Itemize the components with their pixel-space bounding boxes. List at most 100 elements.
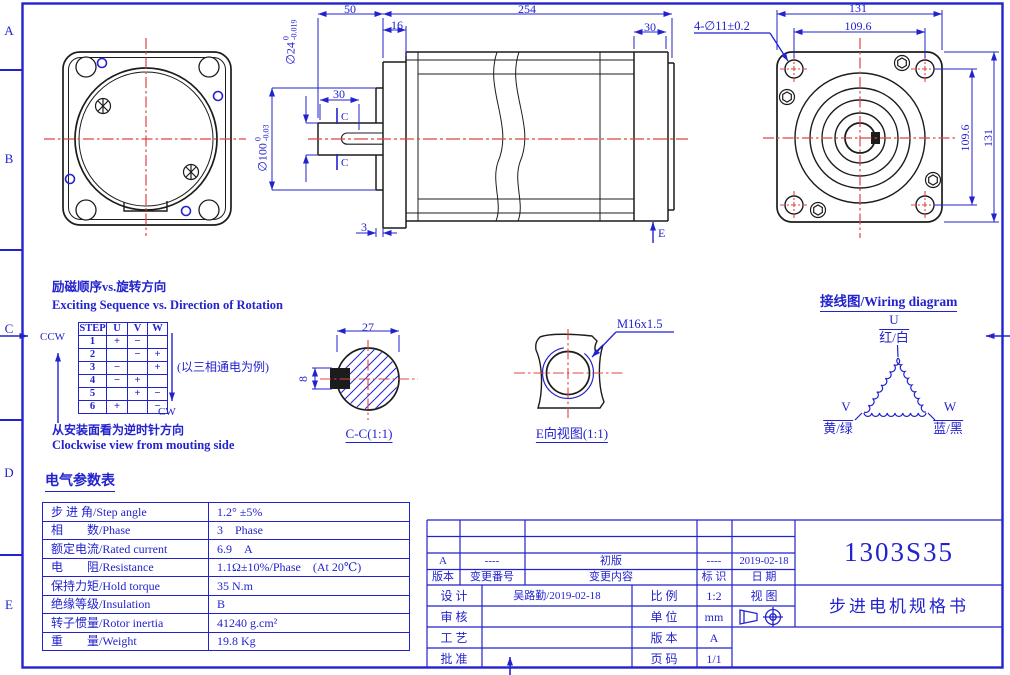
elec-value: 1.2° ±5%: [208, 502, 410, 522]
dim-keyway-width: 8: [296, 376, 310, 382]
exc-cell: −: [127, 335, 148, 349]
rear-hex-screws: [778, 54, 942, 219]
excitation-title-cn: 励磁顺序vs.旋转方向: [52, 280, 167, 294]
exc-cell: +: [127, 374, 148, 388]
projection-symbol-icon: [739, 607, 783, 627]
callout-thread: M16x1.5: [617, 317, 663, 331]
view-cell-label: 视 图: [750, 589, 778, 603]
label-ccw: CCW: [40, 331, 66, 343]
wiring-v-label: V: [841, 399, 851, 414]
exc-cell: +: [106, 335, 128, 349]
wiring-w-label: W: [943, 399, 957, 414]
dim-shaft-length: 50: [344, 2, 356, 16]
e-view-arrow-label: E: [658, 226, 666, 240]
e-thread-circle: [541, 346, 595, 400]
elec-value: 6.9 A: [208, 539, 410, 559]
rotation-arrows: [55, 333, 175, 423]
meta-unit-label: 单 位: [650, 610, 678, 624]
exc-cell: [127, 361, 148, 375]
label-cw: CW: [158, 406, 176, 418]
elec-table-title: 电气参数表: [45, 475, 115, 492]
meta-page-value: 1/1: [706, 652, 722, 666]
dim-rear-length: 30: [644, 20, 656, 34]
side-dimensions: [269, 11, 673, 243]
elec-value: 19.8 Kg: [208, 631, 410, 651]
wiring-v-color: 黄/绿: [823, 420, 853, 436]
elec-value: 3 Phase: [208, 520, 410, 540]
zone-letter-a: A: [4, 23, 14, 38]
exc-header-v: V: [127, 322, 148, 336]
exc-cell: 4: [78, 374, 107, 388]
exc-cell: 5: [78, 387, 107, 401]
front-centerlines: [44, 38, 246, 236]
shaft-dia-tol-bot: -0.019: [290, 19, 299, 41]
excitation-title-en: Exciting Sequence vs. Direction of Rotat…: [52, 298, 284, 312]
callout-mount-holes: 4-∅11±0.2: [694, 19, 750, 33]
rev-header-mark: 标 识: [701, 571, 727, 583]
excitation-footer-en: Clockwise view from mouting side: [52, 438, 235, 452]
pilot-dia-base: ∅100: [256, 143, 270, 172]
exc-cell: +: [147, 361, 168, 375]
rev-change-no: ----: [484, 555, 500, 567]
exc-cell: −: [127, 348, 148, 362]
exc-cell: [147, 374, 168, 388]
exc-cell: [106, 387, 128, 401]
caption-cc-section: C-C(1:1): [345, 426, 393, 443]
dim-total-length: 254: [518, 2, 536, 16]
dim-section-width: 27: [362, 320, 374, 334]
e-view: [514, 329, 674, 421]
rev-content: 初版: [600, 555, 622, 567]
rear-view: [694, 10, 999, 238]
elec-label: 绝缘等级/Insulation: [42, 594, 209, 614]
exc-cell: [106, 348, 128, 362]
pilot-dia-tol-bot: -0.03: [262, 124, 271, 142]
section-mark-c-bottom: C: [341, 157, 349, 169]
zone-letter-c: C: [4, 321, 14, 336]
dim-pitch-width: 109.6: [844, 19, 872, 33]
dim-pitch-height: 109.6: [958, 124, 972, 152]
meta-version-label: 版 本: [650, 631, 678, 645]
title-block-grid: [426, 519, 1003, 668]
meta-version-value: A: [709, 631, 719, 645]
dim-boss-thickness: 3: [361, 220, 367, 234]
elec-label: 相 数/Phase: [42, 520, 209, 540]
side-view: [269, 11, 688, 243]
front-view: [44, 38, 246, 236]
rev-version: A: [439, 555, 447, 567]
rev-header-date: 日 期: [751, 571, 777, 583]
cc-section: [312, 328, 418, 420]
document-title: 步进电机规格书: [829, 597, 969, 616]
elec-label: 重 量/Weight: [42, 631, 209, 651]
rear-dimensions: [694, 10, 999, 223]
model-number: 1303S35: [843, 537, 955, 567]
dim-keyway-length: 30: [333, 87, 345, 101]
wiring-u-label: U: [889, 312, 899, 327]
exc-cell: −: [106, 374, 128, 388]
wiring-title: 接线图/Wiring diagram: [820, 295, 958, 312]
rev-header-version: 版本: [432, 571, 454, 583]
elec-value: 35 N.m: [208, 576, 410, 596]
exc-cell: −: [147, 387, 168, 401]
field-design-label: 设 计: [440, 589, 468, 603]
rev-date: 2019-02-18: [739, 556, 789, 567]
meta-scale-label: 比 例: [650, 589, 678, 603]
caption-e-view: E向视图(1:1): [535, 426, 609, 443]
exc-cell: +: [106, 400, 128, 414]
exc-header-step: STEP: [78, 322, 107, 336]
section-mark-c-top: C: [341, 111, 349, 123]
rev-header-change-no: 变更番号: [470, 571, 514, 583]
exc-cell: +: [147, 348, 168, 362]
exc-cell: +: [127, 387, 148, 401]
exc-cell: −: [147, 400, 168, 414]
elec-label: 保持力矩/Hold torque: [42, 576, 209, 596]
elec-label: 步 进 角/Step angle: [42, 502, 209, 522]
zone-letter-e: E: [5, 597, 13, 612]
field-design-value: 吴路勤/2019-02-18: [513, 590, 601, 602]
dim-square-width: 131: [849, 1, 867, 15]
exc-cell: 6: [78, 400, 107, 414]
